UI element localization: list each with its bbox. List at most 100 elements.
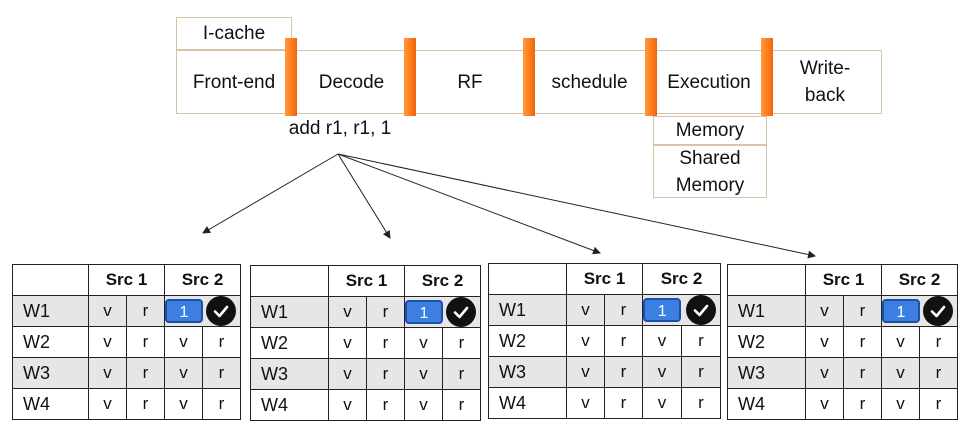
src1-ready: r: [126, 357, 165, 389]
src1-ready: r: [366, 327, 405, 359]
check-icon: [923, 296, 954, 326]
src1-valid: v: [566, 294, 605, 326]
warp-label: W2: [250, 327, 329, 359]
src1-ready: r: [843, 326, 882, 358]
stage-decode: Decode: [292, 50, 411, 114]
stage-execution-label: Execution: [667, 71, 751, 93]
src2-valid: v: [164, 326, 203, 358]
warp-label: W1: [250, 296, 329, 328]
header-src1: Src 1: [566, 263, 643, 295]
stage-rf-label: RF: [457, 71, 483, 93]
src2-ready: r: [202, 326, 241, 358]
src2-valid: v: [164, 357, 203, 389]
stage-rf: RF: [411, 50, 529, 114]
header-src1: Src 1: [805, 264, 882, 296]
src1-valid: v: [566, 356, 605, 388]
src2-ready: r: [681, 387, 721, 419]
warp-label: W2: [488, 325, 567, 357]
src1-valid: v: [805, 326, 844, 358]
src1-ready: r: [126, 388, 165, 420]
warp-label: W3: [12, 357, 89, 389]
src2-counter: 1: [882, 299, 920, 323]
warp-label: W2: [12, 326, 89, 358]
warp-label: W3: [727, 357, 806, 389]
src2-valid: v: [642, 356, 682, 388]
stage-front-end-label: Front-end: [192, 71, 276, 93]
src1-ready: r: [843, 295, 882, 327]
scoreboard-table-1: Src 1 Src 2 W1 v r 1 W2 v r v r W3 v r v…: [12, 264, 241, 420]
src1-valid: v: [328, 389, 367, 421]
src2-counter-cell: 1: [164, 295, 203, 327]
src1-valid: v: [805, 388, 844, 420]
src1-ready: r: [604, 356, 643, 388]
src2-ready: r: [919, 326, 958, 358]
check-icon: [685, 295, 716, 325]
warp-label: W4: [250, 389, 329, 421]
src2-ready: r: [442, 327, 481, 359]
warp-label: W4: [727, 388, 806, 420]
check-icon: [446, 297, 477, 327]
src2-valid: v: [404, 389, 443, 421]
src2-counter-cell: 1: [404, 296, 443, 328]
src1-ready: r: [126, 295, 165, 327]
scoreboard-table-3: Src 1 Src 2 W1 v r 1 W2 v r v r W3 v r v…: [488, 263, 721, 419]
src2-ready: r: [681, 356, 721, 388]
pipeline-latch-1: [285, 38, 297, 116]
src1-valid: v: [328, 327, 367, 359]
src2-valid: v: [642, 387, 682, 419]
src1-ready: r: [366, 296, 405, 328]
stage-schedule-label: schedule: [551, 71, 628, 93]
src2-counter-cell: 1: [642, 294, 682, 326]
arrow-to-table-3: [337, 153, 601, 255]
src1-valid: v: [328, 296, 367, 328]
arrow-to-table-4: [337, 153, 816, 259]
src1-valid: v: [566, 387, 605, 419]
src2-ready: r: [202, 388, 241, 420]
corner-cell: [488, 263, 567, 295]
src2-counter-cell: 1: [881, 295, 920, 327]
decoded-instruction: add r1, r1, 1: [288, 118, 392, 139]
src1-ready: r: [604, 325, 643, 357]
src2-valid: v: [881, 388, 920, 420]
src2-ready: r: [919, 388, 958, 420]
warp-label: W1: [727, 295, 806, 327]
src2-valid: v: [404, 327, 443, 359]
src1-valid: v: [88, 388, 127, 420]
arrow-to-table-1: [202, 153, 339, 234]
corner-cell: [727, 264, 806, 296]
pipeline-latch-3: [523, 38, 535, 116]
src2-ready-cell: [442, 296, 481, 328]
src2-ready: r: [442, 389, 481, 421]
warp-label: W2: [727, 326, 806, 358]
src1-ready: r: [366, 358, 405, 390]
pipeline-latch-5: [761, 38, 773, 116]
src1-ready: r: [126, 326, 165, 358]
shared-memory-label: Shared Memory: [675, 147, 745, 196]
src2-ready: r: [202, 357, 241, 389]
src2-counter: 1: [643, 298, 682, 322]
header-src1: Src 1: [328, 265, 405, 297]
arrow-to-table-2: [337, 153, 391, 239]
warp-label: W1: [488, 294, 567, 326]
src1-valid: v: [88, 357, 127, 389]
pipeline-latch-4: [645, 38, 657, 116]
src2-ready: r: [681, 325, 721, 357]
warp-label: W4: [12, 388, 89, 420]
src1-valid: v: [566, 325, 605, 357]
icache-box: I-cache: [176, 17, 292, 50]
warp-label: W4: [488, 387, 567, 419]
src1-ready: r: [604, 387, 643, 419]
header-src2: Src 2: [164, 264, 241, 296]
stage-front-end: Front-end: [176, 50, 292, 114]
src1-ready: r: [843, 357, 882, 389]
src2-valid: v: [881, 326, 920, 358]
warp-label: W3: [488, 356, 567, 388]
src2-ready: r: [919, 357, 958, 389]
corner-cell: [12, 264, 89, 296]
stage-schedule: schedule: [529, 50, 650, 114]
stage-execution: Execution: [650, 50, 768, 114]
check-icon: [206, 296, 237, 326]
src1-ready: r: [843, 388, 882, 420]
src1-valid: v: [805, 295, 844, 327]
header-src2: Src 2: [881, 264, 958, 296]
